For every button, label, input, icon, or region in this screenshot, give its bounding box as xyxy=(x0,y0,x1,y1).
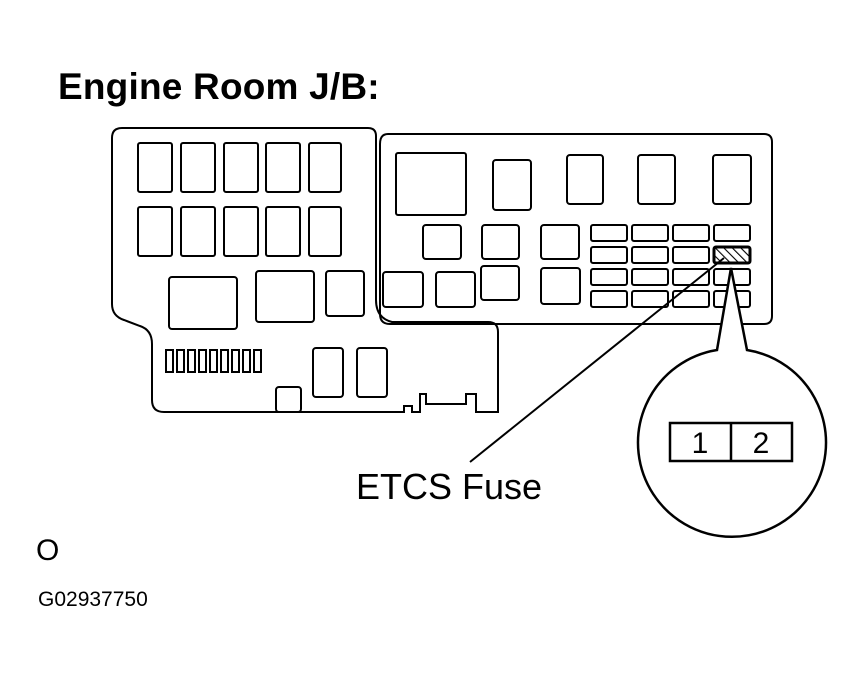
right-housing xyxy=(379,133,773,325)
relay xyxy=(312,347,344,398)
diagram-title: Engine Room J/B: xyxy=(58,66,380,107)
relay xyxy=(168,276,238,330)
etcs-fuse-label: ETCS Fuse xyxy=(356,466,543,507)
pin-label-1: 1 xyxy=(692,427,709,460)
magnifier-callout xyxy=(636,267,828,539)
corner-mark: O xyxy=(36,534,60,567)
relay xyxy=(492,159,532,211)
fuse-block-upper xyxy=(137,142,342,257)
relay xyxy=(356,347,388,398)
relay xyxy=(566,154,604,205)
mini-fuse-strip xyxy=(165,349,262,373)
pin-label-2: 2 xyxy=(753,427,770,460)
figure-code: G02937750 xyxy=(38,588,148,611)
leader-line xyxy=(469,257,725,463)
fuse-terminal-box xyxy=(668,421,794,463)
relay xyxy=(637,154,676,205)
relay xyxy=(325,270,365,317)
left-housing xyxy=(111,127,499,413)
relay xyxy=(255,270,315,323)
relay xyxy=(712,154,752,205)
small-block xyxy=(275,386,302,413)
large-relay xyxy=(395,152,467,216)
